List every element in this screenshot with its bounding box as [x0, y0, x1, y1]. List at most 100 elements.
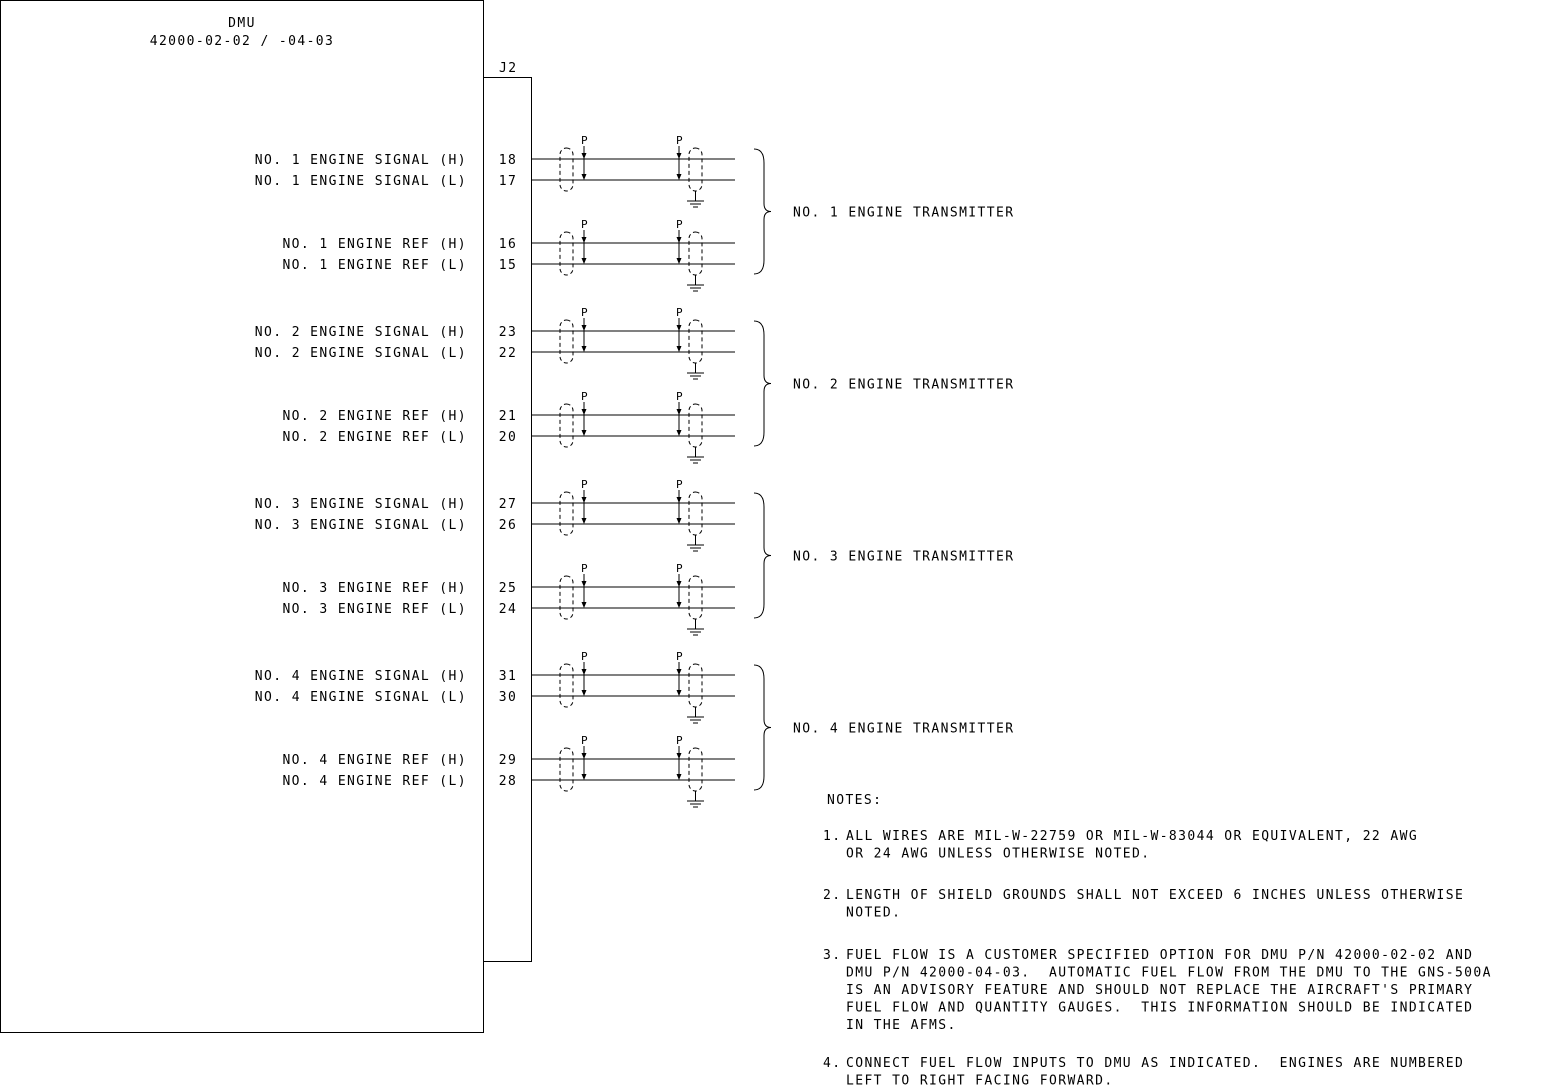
- signal-label: NO. 2 ENGINE SIGNAL (L): [255, 346, 467, 361]
- pin-number: 30: [499, 690, 517, 705]
- pin-number: 16: [499, 237, 517, 252]
- signal-label: NO. 4 ENGINE REF (H): [282, 753, 467, 768]
- splice-arrow-icon: [676, 153, 682, 159]
- cable-shield: [688, 663, 703, 708]
- note-line: CONNECT FUEL FLOW INPUTS TO DMU AS INDIC…: [846, 1056, 1464, 1071]
- splice-arrow-icon: [676, 430, 682, 436]
- splice-arrow-icon: [581, 430, 587, 436]
- splice-arrow-icon: [676, 581, 682, 587]
- cable-shield: [559, 747, 574, 792]
- cable-shield: [559, 147, 574, 192]
- signal-label: NO. 3 ENGINE REF (L): [282, 602, 467, 617]
- note-line: NOTED.: [846, 906, 901, 921]
- signal-label: NO. 4 ENGINE SIGNAL (L): [255, 690, 467, 705]
- splice-label: P: [581, 650, 589, 663]
- pin-number: 18: [499, 153, 517, 168]
- splice-label: P: [676, 734, 684, 747]
- splice-label: P: [581, 134, 589, 147]
- note-line: FUEL FLOW AND QUANTITY GAUGES. THIS INFO…: [846, 1001, 1473, 1016]
- signal-label: NO. 4 ENGINE REF (L): [282, 774, 467, 789]
- splice-arrow-icon: [676, 258, 682, 264]
- splice-arrow-icon: [676, 497, 682, 503]
- pin-number: 25: [499, 581, 517, 596]
- signal-label: NO. 4 ENGINE SIGNAL (H): [255, 669, 467, 684]
- cable-shield: [559, 491, 574, 536]
- note-line: LEFT TO RIGHT FACING FORWARD.: [846, 1074, 1114, 1086]
- cable-shield: [688, 491, 703, 536]
- connector-j2-label: J2: [499, 61, 517, 76]
- splice-arrow-icon: [581, 581, 587, 587]
- splice-arrow-icon: [676, 669, 682, 675]
- dmu-title: DMU: [228, 16, 256, 31]
- splice-arrow-icon: [581, 174, 587, 180]
- pin-number: 27: [499, 497, 517, 512]
- splice-label: P: [676, 650, 684, 663]
- dmu-part-numbers: 42000-02-02 / -04-03: [150, 34, 335, 49]
- splice-label: P: [676, 134, 684, 147]
- pin-number: 28: [499, 774, 517, 789]
- cable-shield: [688, 575, 703, 620]
- note-number: 1.: [823, 829, 841, 844]
- signal-label: NO. 1 ENGINE REF (H): [282, 237, 467, 252]
- cable-shield: [559, 231, 574, 276]
- splice-label: P: [676, 390, 684, 403]
- transmitter-brace: [753, 148, 772, 275]
- pin-number: 15: [499, 258, 517, 273]
- splice-label: P: [581, 390, 589, 403]
- signal-label: NO. 2 ENGINE REF (H): [282, 409, 467, 424]
- signal-label: NO. 2 ENGINE REF (L): [282, 430, 467, 445]
- splice-arrow-icon: [581, 153, 587, 159]
- transmitter-brace: [753, 320, 772, 447]
- note-line: IS AN ADVISORY FEATURE AND SHOULD NOT RE…: [846, 983, 1473, 998]
- splice-arrow-icon: [676, 753, 682, 759]
- pin-number: 26: [499, 518, 517, 533]
- signal-label: NO. 2 ENGINE SIGNAL (H): [255, 325, 467, 340]
- splice-arrow-icon: [581, 497, 587, 503]
- notes-block: NOTES: 1.ALL WIRES ARE MIL-W-22759 OR MI…: [823, 793, 1490, 1086]
- splice-arrow-icon: [676, 602, 682, 608]
- cable-shield: [559, 663, 574, 708]
- splice-label: P: [676, 478, 684, 491]
- splice-arrow-icon: [676, 690, 682, 696]
- splice-arrow-icon: [581, 409, 587, 415]
- splice-label: P: [676, 218, 684, 231]
- transmitter-label: NO. 3 ENGINE TRANSMITTER: [793, 550, 1014, 565]
- note-number: 3.: [823, 948, 841, 963]
- splice-arrow-icon: [676, 409, 682, 415]
- splice-arrow-icon: [581, 237, 587, 243]
- transmitter-label: NO. 1 ENGINE TRANSMITTER: [793, 206, 1014, 221]
- splice-arrow-icon: [676, 346, 682, 352]
- cable-shield: [688, 319, 703, 364]
- note-line: IN THE AFMS.: [846, 1018, 957, 1033]
- splice-label: P: [581, 306, 589, 319]
- pin-number: 24: [499, 602, 517, 617]
- signal-label: NO. 1 ENGINE REF (L): [282, 258, 467, 273]
- note-line: LENGTH OF SHIELD GROUNDS SHALL NOT EXCEE…: [846, 888, 1464, 903]
- note-line: ALL WIRES ARE MIL-W-22759 OR MIL-W-83044…: [846, 829, 1418, 844]
- signal-label: NO. 3 ENGINE SIGNAL (L): [255, 518, 467, 533]
- splice-label: P: [676, 306, 684, 319]
- cable-shield: [559, 319, 574, 364]
- note-number: 2.: [823, 888, 841, 903]
- pin-number: 29: [499, 753, 517, 768]
- signal-label: NO. 1 ENGINE SIGNAL (H): [255, 153, 467, 168]
- splice-label: P: [581, 562, 589, 575]
- cable-shield: [688, 231, 703, 276]
- transmitter-label: NO. 2 ENGINE TRANSMITTER: [793, 378, 1014, 393]
- splice-arrow-icon: [581, 258, 587, 264]
- transmitter-brace: [753, 492, 772, 619]
- transmitter-label: NO. 4 ENGINE TRANSMITTER: [793, 722, 1014, 737]
- signal-label: NO. 3 ENGINE REF (H): [282, 581, 467, 596]
- cable-shield: [688, 747, 703, 792]
- splice-label: P: [676, 562, 684, 575]
- splice-arrow-icon: [676, 325, 682, 331]
- connector-j2-box: [483, 77, 532, 962]
- splice-arrow-icon: [581, 753, 587, 759]
- splice-label: P: [581, 478, 589, 491]
- splice-arrow-icon: [581, 325, 587, 331]
- pin-number: 17: [499, 174, 517, 189]
